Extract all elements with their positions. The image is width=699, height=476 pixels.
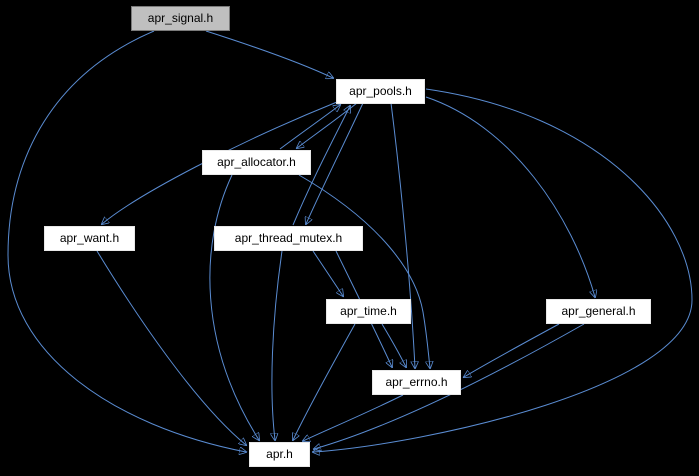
edge-apr_time.h-apr_errno.h [381,323,406,367]
edge-apr_thread_mutex.h-apr_pools.h [292,106,350,226]
edge-apr_pools.h-apr.h [313,88,693,452]
edge-apr_pools.h-apr_errno.h [390,102,415,368]
node-apr-thread-mutex-h[interactable]: apr_thread_mutex.h [214,226,363,251]
edge-apr_errno.h-apr.h [303,394,404,441]
edge-apr_general.h-apr_errno.h [464,323,560,377]
edge-apr_signal.h-apr.h [7,30,246,452]
edge-apr_thread_mutex.h-apr_time.h [312,250,343,296]
edge-apr_want.h-apr.h [96,250,246,445]
edge-apr_general.h-apr.h [314,323,585,449]
node-apr-allocator-h[interactable]: apr_allocator.h [202,150,311,175]
edge-apr_pools.h-apr_want.h [102,101,338,224]
edge-apr_thread_mutex.h-apr.h [272,250,283,440]
node-apr-h[interactable]: apr.h [249,442,310,467]
edge-apr_pools.h-apr_allocator.h [297,102,358,148]
edge-apr_pools.h-apr_thread_mutex.h [306,102,364,224]
node-apr-want-h[interactable]: apr_want.h [44,226,135,251]
edge-apr_allocator.h-apr.h [209,174,259,440]
edge-apr_allocator.h-apr_errno.h [298,174,430,368]
edge-apr_allocator.h-apr_pools.h [279,105,340,150]
edge-apr_pools.h-apr_general.h [425,96,595,297]
edge-apr_time.h-apr.h [293,323,356,440]
node-apr-pools-h[interactable]: apr_pools.h [336,79,425,104]
node-apr-errno-h[interactable]: apr_errno.h [372,370,461,395]
node-apr-time-h[interactable]: apr_time.h [326,299,411,324]
node-apr-general-h[interactable]: apr_general.h [546,299,651,324]
node-apr-signal-h: apr_signal.h [131,6,230,31]
edge-apr_signal.h-apr_pools.h [205,30,333,78]
